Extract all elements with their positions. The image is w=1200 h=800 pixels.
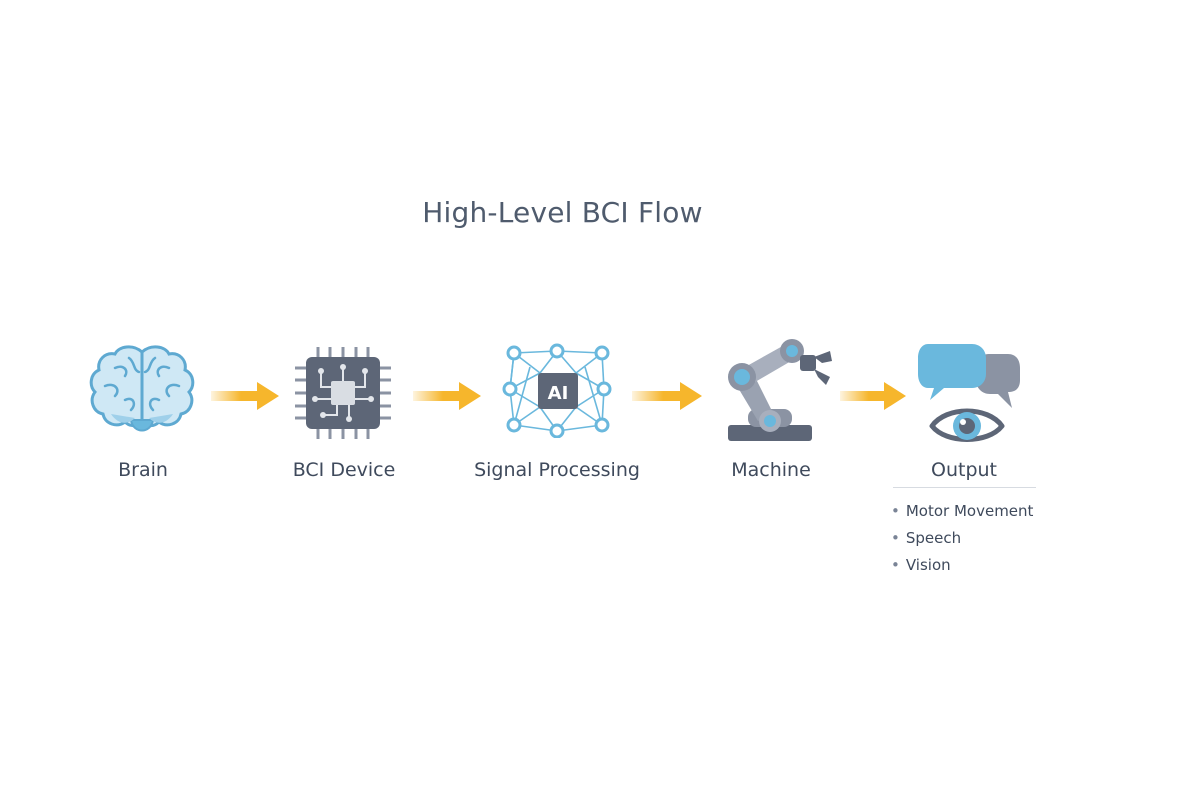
node-output [914,340,1024,450]
node-label-machine: Machine [731,459,811,481]
robot-arm-icon [728,339,832,441]
node-machine [720,335,840,445]
flow-arrow-2 [413,382,481,410]
node-bci-device [293,343,393,443]
node-brain [85,340,200,440]
flow-arrow-1 [211,382,279,410]
speech-eye-icon [918,344,1020,442]
output-divider [893,487,1036,488]
flow-arrow-4 [840,382,906,410]
diagram-title: High-Level BCI Flow [422,196,703,229]
flow-arrow-3 [632,382,702,410]
node-label-bci-device: BCI Device [292,459,396,481]
output-item: Vision [891,554,1033,581]
brain-icon [89,345,195,432]
chip-icon [295,347,391,439]
output-item: Motor Movement [891,500,1034,527]
ai-network-icon: AI [502,343,612,438]
output-list: Motor Movement Speech Vision [891,500,1034,581]
node-label-output: Output [931,459,997,481]
node-label-signal-processing: Signal Processing [474,459,640,481]
output-item: Speech [891,527,1033,554]
node-signal-processing: AI [500,343,615,438]
node-label-brain: Brain [118,459,168,481]
ai-chip-text: AI [548,383,569,404]
